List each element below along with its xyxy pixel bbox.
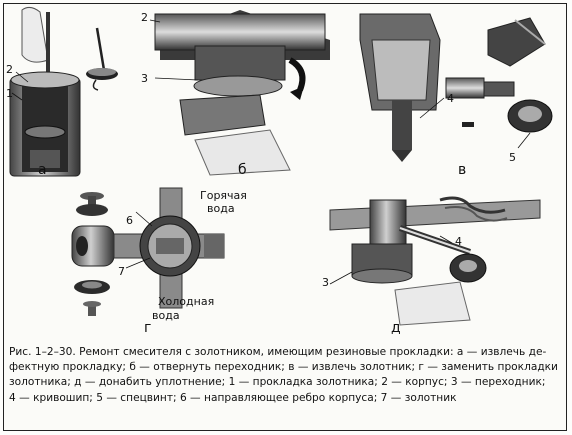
panel-g-drawing <box>71 187 225 316</box>
panel-a-drawing <box>9 6 118 177</box>
panel-letter-g: г <box>144 320 152 336</box>
callout-v-5: 5 <box>509 151 516 164</box>
panel-letter-b: б <box>238 162 247 178</box>
panel-v-drawing <box>359 13 553 162</box>
figure-caption: Рис. 1–2–30. Ремонт смесителя с золотник… <box>9 345 558 406</box>
caption-line: фектную прокладку; б — отвернуть переход… <box>9 361 558 374</box>
callout-d-3: 3 <box>322 276 329 289</box>
panel-letter-v: в <box>458 162 467 178</box>
callout-d-4: 4 <box>455 235 462 248</box>
panel-d-drawing <box>329 196 541 326</box>
callout-g-6: 6 <box>126 214 133 227</box>
cold-water-label-1: Холодная <box>158 295 215 308</box>
callout-v-4: 4 <box>447 92 454 105</box>
callout-a-2: 2 <box>6 63 13 76</box>
callout-g-7: 7 <box>118 265 125 278</box>
caption-line: Рис. 1–2–30. Ремонт смесителя с золотник… <box>9 346 547 358</box>
callout-a-1: 1 <box>6 87 13 100</box>
panel-b-drawing <box>149 10 330 176</box>
hot-water-label-1: Горячая <box>200 189 247 202</box>
callout-b-3: 3 <box>141 72 148 85</box>
callout-b-2: 2 <box>141 11 148 24</box>
caption-line: золотника; д — донабить уплотнение; 1 — … <box>9 376 546 389</box>
caption-line: 4 — кривошип; 5 — спецвинт; 6 — направля… <box>9 391 457 404</box>
cold-water-label-2: вода <box>152 309 180 322</box>
panel-letter-a: а <box>38 162 47 178</box>
panel-letter-d: д <box>391 320 401 336</box>
hot-water-label-2: вода <box>207 202 235 215</box>
